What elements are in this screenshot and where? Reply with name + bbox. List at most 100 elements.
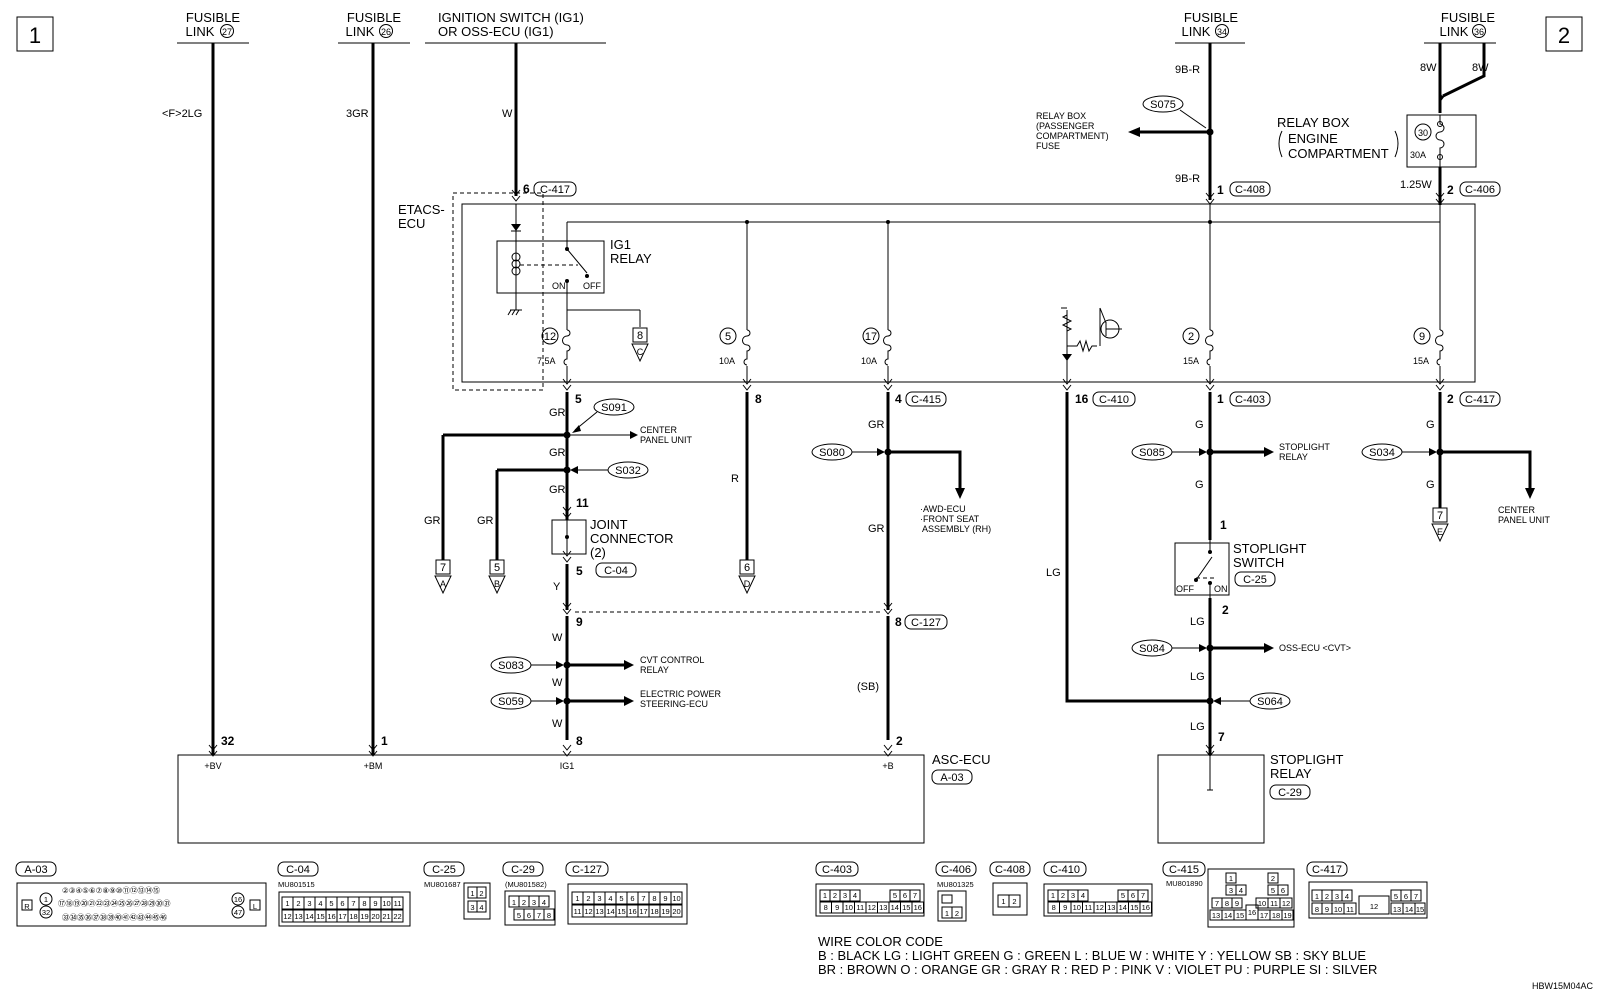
svg-text:FUSIBLE: FUSIBLE [1441, 10, 1496, 25]
svg-text:W: W [552, 718, 563, 730]
svg-text:FUSIBLE: FUSIBLE [186, 10, 241, 25]
connector-pin [1077, 889, 1089, 902]
svg-text:9: 9 [1419, 331, 1425, 343]
relay-box-passenger-fuse: RELAY BOX (PASSENGER COMPARTMENT) FUSE S… [1036, 95, 1214, 151]
connector-pin-label: 3 [307, 899, 311, 908]
connector-pin-label: 15 [617, 907, 625, 916]
svg-text:ECU: ECU [398, 216, 425, 231]
connector-a03: A-03 R 1 32 ②③④⑤⑥⑦⑧⑨⑩⑪⑫⑬⑭⑮ ⑰⑱⑲⑳㉑㉒㉓㉔㉕㉖㉗㉘㉙… [15, 861, 267, 927]
svg-text:12: 12 [544, 331, 556, 343]
svg-text:FUSIBLE: FUSIBLE [347, 10, 402, 25]
svg-text:3GR: 3GR [346, 108, 369, 120]
connector-pin-label: 17 [338, 912, 346, 921]
connector-c408: C-408 1 2 [989, 861, 1031, 916]
connector-pin-label: 8 [652, 894, 656, 903]
svg-text:14: 14 [1224, 911, 1232, 920]
svg-text:1: 1 [512, 898, 516, 907]
svg-text:<F>2LG: <F>2LG [162, 108, 202, 120]
ref-to-b: 5 B [488, 559, 506, 595]
svg-text:IGNITION SWITCH (IG1): IGNITION SWITCH (IG1) [438, 10, 584, 25]
connector-pin-label: 11 [394, 899, 402, 908]
svg-text:2: 2 [522, 898, 526, 907]
svg-text:D: D [744, 579, 751, 589]
connector-pin-label: 10 [845, 903, 853, 912]
connector-pin-label: 13 [595, 907, 603, 916]
connector-pin [1139, 901, 1152, 914]
svg-text:S080: S080 [819, 447, 845, 459]
svg-text:8: 8 [895, 615, 902, 629]
svg-text:26: 26 [381, 27, 391, 37]
svg-text:LG: LG [1046, 567, 1061, 579]
svg-text:STOPLIGHT: STOPLIGHT [1233, 541, 1307, 556]
connector-pin-label: 3 [597, 894, 601, 903]
svg-text:13: 13 [1212, 911, 1220, 920]
svg-text:STOPLIGHT: STOPLIGHT [1279, 442, 1330, 452]
connector-pin-label: 9 [373, 899, 377, 908]
connector-pin [1137, 889, 1149, 902]
svg-text:W: W [502, 108, 513, 120]
connector-pin-label: 7 [641, 894, 645, 903]
connector-pin-label: 5 [329, 899, 333, 908]
svg-text:12: 12 [1282, 899, 1290, 908]
svg-text:5: 5 [576, 564, 583, 578]
svg-text:FUSIBLE: FUSIBLE [1184, 10, 1239, 25]
svg-text:RELAY: RELAY [610, 251, 652, 266]
connector-pin [849, 889, 861, 902]
connector-pin-label: 22 [393, 912, 401, 921]
svg-text:ON: ON [552, 281, 566, 291]
svg-text:1: 1 [44, 895, 48, 904]
svg-text:C-408: C-408 [995, 864, 1025, 876]
svg-text:10A: 10A [719, 356, 735, 366]
connector-pin-label: 6 [903, 891, 907, 900]
connector-pin-label: 16 [1142, 903, 1150, 912]
svg-text:1: 1 [1217, 183, 1224, 197]
svg-text:OFF: OFF [1176, 584, 1194, 594]
svg-text:15A: 15A [1183, 356, 1199, 366]
connector-pin-label: 19 [661, 907, 669, 916]
transistor-circuit [1061, 307, 1122, 382]
svg-text:R: R [24, 902, 30, 911]
svg-text:S083: S083 [498, 660, 524, 672]
connector-pin-label: 13 [294, 912, 302, 921]
connector-pin-label: 7 [913, 891, 917, 900]
svg-text:C-417: C-417 [1312, 864, 1342, 876]
svg-text:6: 6 [1281, 886, 1285, 895]
ref-to-a: 7 A [434, 559, 452, 595]
svg-text:C-408: C-408 [1235, 184, 1265, 196]
connector-pin-label: 14 [606, 907, 614, 916]
svg-text:W: W [552, 632, 563, 644]
relay-box-engine: 30 30A RELAY BOX ENGINE COMPARTMENT 1.25… [1277, 114, 1501, 205]
svg-text:11: 11 [1346, 905, 1354, 914]
svg-text:W: W [552, 677, 563, 689]
svg-text:7: 7 [1218, 730, 1225, 744]
connector-pin-label: 4 [1081, 891, 1085, 900]
svg-text:FUSE: FUSE [1036, 141, 1060, 151]
svg-text:COMPARTMENT: COMPARTMENT [1288, 146, 1389, 161]
svg-text:2: 2 [1271, 874, 1275, 883]
svg-text:8: 8 [755, 392, 762, 406]
svg-text:LINK: LINK [1440, 24, 1469, 39]
svg-text:C-29: C-29 [1278, 787, 1302, 799]
connector-pin-label: 5 [893, 891, 897, 900]
lg-branch: 16 C-410 LG [1046, 378, 1210, 703]
svg-text:1.25W: 1.25W [1400, 179, 1432, 191]
svg-text:C-29: C-29 [511, 864, 535, 876]
connector-pin-label: 5 [1121, 891, 1125, 900]
svg-text:C-04: C-04 [604, 565, 628, 577]
connector-pin-label: 20 [672, 907, 680, 916]
svg-text:C-415: C-415 [911, 394, 941, 406]
ref-to-d: 6 D [738, 559, 756, 595]
svg-text:PANEL UNIT: PANEL UNIT [1498, 515, 1551, 525]
connector-pin-label: 9 [1063, 903, 1067, 912]
connector-pin [391, 896, 404, 910]
connector-pin-label: 12 [868, 903, 876, 912]
svg-text:C-410: C-410 [1099, 394, 1129, 406]
connector-pin [670, 891, 683, 905]
connector-pin-label: 2 [1061, 891, 1065, 900]
connector-pin-label: 11 [574, 907, 582, 916]
svg-text:10: 10 [1258, 899, 1266, 908]
fuse-2: 2 15A [1182, 204, 1214, 382]
svg-text:LINK: LINK [186, 24, 215, 39]
